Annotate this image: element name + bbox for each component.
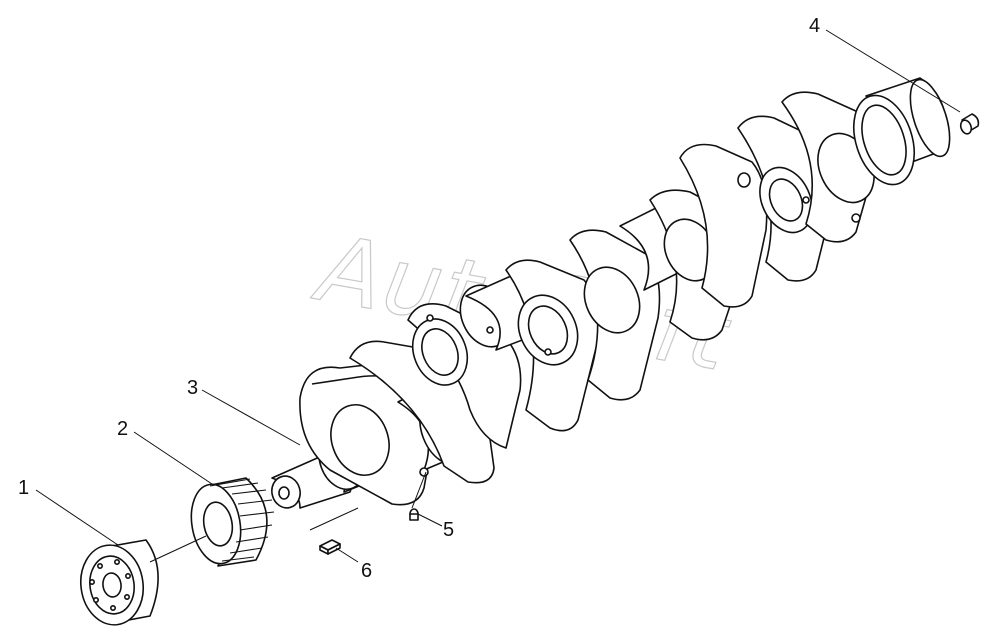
- leader-lines: [35, 29, 961, 563]
- leader-line-3: [201, 389, 301, 446]
- alignment-line-b: [309, 507, 359, 531]
- part-5-small-plug: [409, 508, 419, 521]
- part-6-key: [319, 539, 341, 555]
- callout-1: 1: [18, 477, 30, 499]
- alignment-line-a: [149, 535, 207, 563]
- callout-2: 2: [117, 418, 129, 440]
- callout-5: 5: [443, 519, 455, 541]
- part-4-plug: [959, 113, 980, 135]
- part-3-crankshaft: [271, 77, 951, 509]
- leader-line-1: [35, 489, 119, 546]
- leader-line-4: [825, 29, 961, 113]
- alignment-line-c: [411, 471, 427, 509]
- callout-6: 6: [361, 560, 373, 582]
- part-1-pulley-hub: [80, 539, 159, 626]
- leader-line-6: [335, 547, 359, 563]
- leader-line-5: [417, 513, 443, 527]
- callout-3: 3: [187, 377, 199, 399]
- part-2-timing-gear: [190, 477, 275, 567]
- callout-4: 4: [809, 15, 821, 37]
- leader-line-2: [133, 431, 213, 485]
